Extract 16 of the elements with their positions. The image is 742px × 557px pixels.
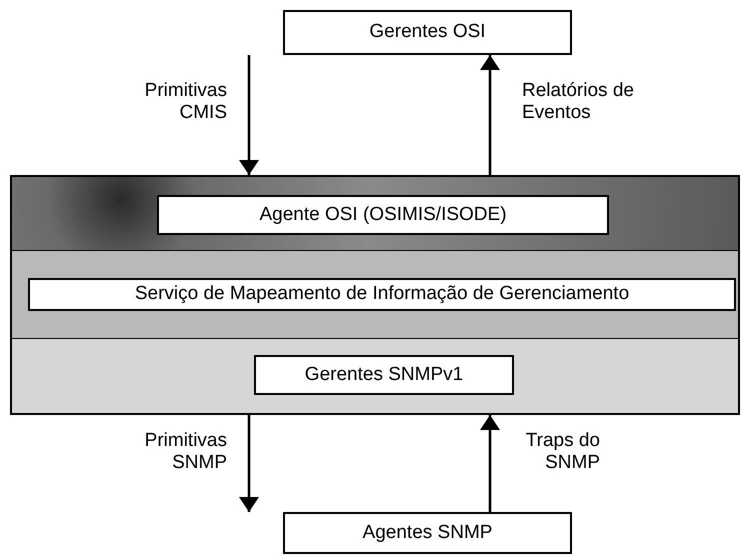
label-box: Agente OSI (OSIMIS/ISODE): [157, 195, 609, 235]
arrow: [480, 55, 500, 175]
edge-label: Traps do SNMP: [524, 430, 600, 474]
arrow: [239, 415, 259, 512]
layer-band: [10, 175, 740, 251]
label-box: Gerentes SNMPv1: [254, 355, 514, 395]
edge-label: Primitivas CMIS: [144, 80, 227, 124]
label-box: Agentes SNMP: [283, 512, 572, 554]
edge-label: Primitivas SNMP: [144, 430, 227, 474]
label-box: Gerentes OSI: [283, 10, 572, 55]
arrow: [480, 415, 500, 512]
layer-band: [10, 339, 740, 415]
edge-label: Relatórios de Eventos: [522, 80, 635, 124]
arrow: [239, 55, 259, 175]
layer-band: [10, 251, 740, 339]
label-box: Serviço de Mapeamento de Informação de Gerenciamento: [28, 278, 736, 311]
